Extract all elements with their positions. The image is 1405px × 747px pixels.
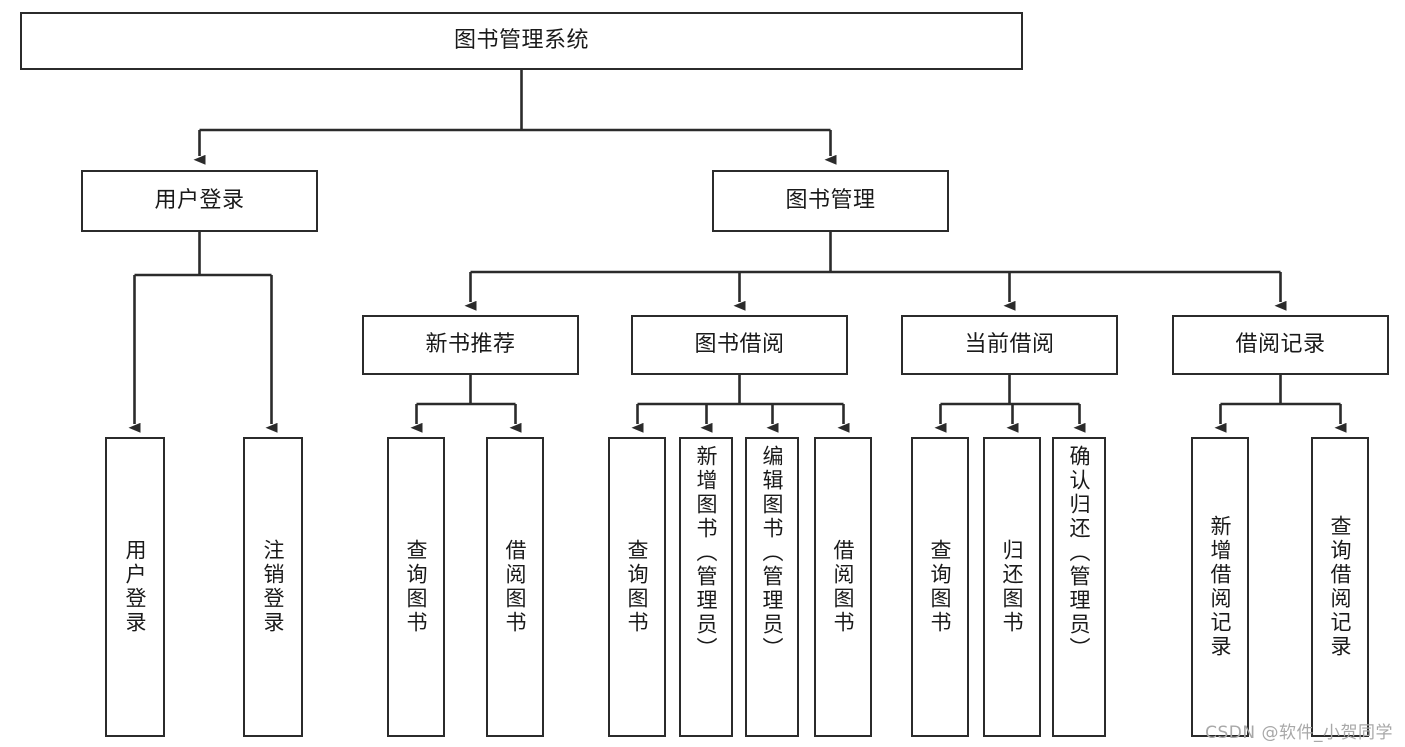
node-borrow-record-label: 借阅记录	[1235, 331, 1326, 357]
node-user-login-label: 用户登录	[154, 187, 245, 213]
node-new-book-recommend[interactable]: 新书推荐	[362, 315, 579, 375]
node-leaf-return-book-label: 归还图书	[1000, 539, 1025, 635]
node-leaf-edit-book[interactable]: 编辑图书（管理员）	[745, 437, 799, 737]
node-borrow-record[interactable]: 借阅记录	[1172, 315, 1389, 375]
node-leaf-borrow-book-bor-label: 借阅图书	[831, 539, 856, 635]
node-leaf-user-login-label: 用户登录	[123, 539, 148, 635]
node-leaf-query-book-cur[interactable]: 查询图书	[911, 437, 969, 737]
node-leaf-borrow-book-rec-label: 借阅图书	[503, 539, 528, 635]
node-book-manage-label: 图书管理	[785, 187, 876, 213]
node-leaf-query-book-bor-label: 查询图书	[625, 539, 650, 635]
node-leaf-add-book[interactable]: 新增图书（管理员）	[679, 437, 733, 737]
node-leaf-query-book-bor[interactable]: 查询图书	[608, 437, 666, 737]
node-leaf-logout[interactable]: 注销登录	[243, 437, 303, 737]
node-leaf-add-book-label: 新增图书（管理员）	[694, 445, 719, 661]
node-user-login[interactable]: 用户登录	[81, 170, 318, 232]
node-leaf-query-book-rec-label: 查询图书	[404, 539, 429, 635]
node-leaf-add-record-label: 新增借阅记录	[1208, 515, 1233, 659]
node-leaf-query-record[interactable]: 查询借阅记录	[1311, 437, 1369, 737]
node-current-borrow[interactable]: 当前借阅	[901, 315, 1118, 375]
node-leaf-user-login[interactable]: 用户登录	[105, 437, 165, 737]
node-leaf-borrow-book-bor[interactable]: 借阅图书	[814, 437, 872, 737]
node-leaf-edit-book-label: 编辑图书（管理员）	[760, 445, 785, 661]
node-leaf-return-book[interactable]: 归还图书	[983, 437, 1041, 737]
node-book-borrow-label: 图书借阅	[694, 331, 785, 357]
node-leaf-borrow-book-rec[interactable]: 借阅图书	[486, 437, 544, 737]
node-leaf-add-record[interactable]: 新增借阅记录	[1191, 437, 1249, 737]
node-book-manage[interactable]: 图书管理	[712, 170, 949, 232]
node-root[interactable]: 图书管理系统	[20, 12, 1023, 70]
node-leaf-confirm-return-label: 确认归还（管理员）	[1067, 445, 1092, 661]
node-leaf-query-record-label: 查询借阅记录	[1328, 515, 1353, 659]
node-current-borrow-label: 当前借阅	[964, 331, 1055, 357]
node-leaf-confirm-return[interactable]: 确认归还（管理员）	[1052, 437, 1106, 737]
node-leaf-query-book-rec[interactable]: 查询图书	[387, 437, 445, 737]
watermark-text: CSDN @软件_小贺同学	[1205, 723, 1393, 743]
node-new-book-recommend-label: 新书推荐	[425, 331, 516, 357]
node-book-borrow[interactable]: 图书借阅	[631, 315, 848, 375]
node-root-label: 图书管理系统	[453, 27, 589, 53]
node-leaf-query-book-cur-label: 查询图书	[928, 539, 953, 635]
node-leaf-logout-label: 注销登录	[261, 539, 286, 635]
